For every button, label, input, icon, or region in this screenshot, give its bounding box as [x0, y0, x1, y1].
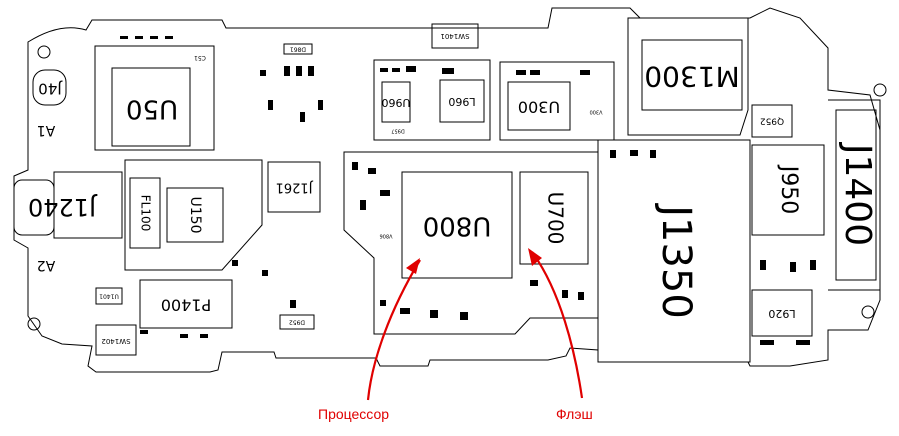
label-j1240: J1240: [28, 193, 98, 221]
label-sw1401: SW1401: [440, 32, 469, 40]
flash-arrow: [531, 251, 584, 399]
label-j1400: J1400: [837, 142, 878, 246]
label-u50: U50: [126, 94, 178, 124]
label-j40: J40: [38, 80, 63, 98]
label-v300: V300: [590, 109, 603, 115]
label-u960: U960: [381, 96, 410, 109]
label-d952: D952: [289, 319, 305, 326]
label-j1350: J1350: [653, 202, 699, 319]
label-d957: D957: [391, 128, 404, 134]
label-u700: U700: [544, 192, 568, 245]
label-a2: A2: [37, 257, 55, 273]
label-m1300: M1300: [644, 60, 739, 93]
label-j1261: J1261: [276, 180, 314, 195]
label-u800: U800: [423, 211, 492, 241]
board-outline: [13, 7, 881, 373]
label-u300: U300: [518, 98, 560, 117]
label-u150: U150: [187, 197, 203, 234]
processor-arrowhead: [406, 258, 420, 274]
label-l960: L960: [448, 95, 475, 108]
label-l920: L920: [768, 307, 795, 320]
label-a1: A1: [37, 122, 55, 138]
label-d861: D861: [290, 46, 306, 53]
flash-arrowhead: [528, 248, 542, 266]
label-p1400: P1400: [161, 296, 211, 315]
flash-annotation: Флэш: [556, 406, 593, 422]
label-sw1402: SW1402: [101, 337, 130, 345]
label-u1401: U1401: [99, 293, 119, 300]
label-j950: J950: [776, 164, 801, 214]
label-q952: Q952: [760, 116, 784, 126]
label-v806: V806: [380, 233, 393, 239]
label-fl100: FL100: [139, 195, 153, 232]
processor-arrow: [366, 259, 421, 401]
label-c51: C51: [194, 54, 206, 61]
processor-annotation: Процессор: [318, 406, 390, 422]
